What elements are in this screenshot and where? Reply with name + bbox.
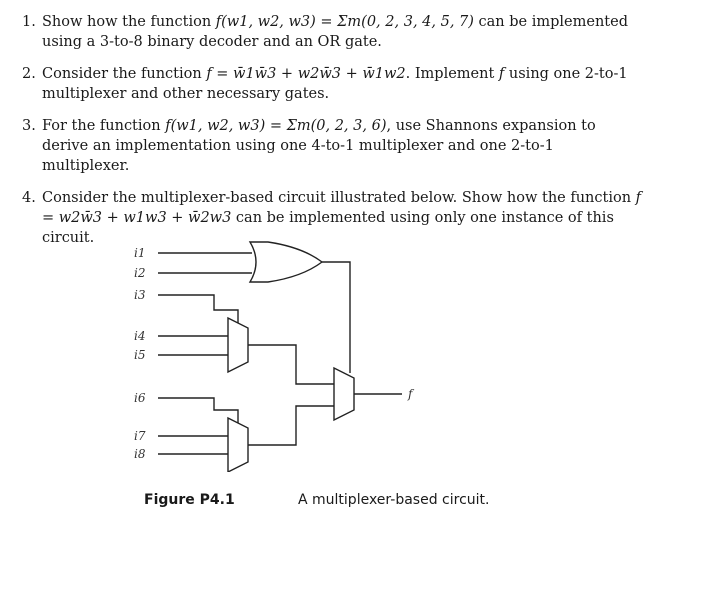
problem-text: Consider the function f = w̄1w̄3 + w2w̄3… [42,66,628,102]
problem-1: 1. Show how the function f(w1, w2, w3) =… [22,12,642,52]
problem-text: For the function f(w1, w2, w3) = Σm(0, 2… [42,118,596,174]
math-variable: f [498,66,505,82]
output-label-f: f [407,387,415,401]
or-gate [248,241,324,283]
problem-3: 3. For the function f(w1, w2, w3) = Σm(0… [22,116,642,176]
mux-1 [227,316,249,374]
problem-number: 3. [22,118,36,134]
wire-i6 [158,397,239,423]
problem-number: 4. [22,190,36,206]
problem-4: 4. Consider the multiplexer-based circui… [22,188,642,248]
figure-label: Figure P4.1 [144,492,235,508]
circuit-diagram: i1 i2 i3 i4 i5 i6 i7 i8 f [134,241,415,472]
problem-text: Consider the multiplexer-based circuit i… [42,190,642,246]
math-expression: f = w2w̄3 + w1w3 + w̄2w3 [42,190,642,226]
wire-mux2-to-mux-output [248,405,334,446]
input-label-i2: i2 [134,266,145,280]
problem-list: 1. Show how the function f(w1, w2, w3) =… [22,12,642,260]
problem-2: 2. Consider the function f = w̄1w̄3 + w2… [22,64,642,104]
problem-text: Show how the function f(w1, w2, w3) = Σm… [42,14,628,50]
input-label-i1: i1 [134,246,145,260]
input-label-i6: i6 [134,391,146,405]
problem-number: 2. [22,66,36,82]
wire-or-to-mux-output [322,261,351,373]
input-label-i4: i4 [134,329,145,343]
input-label-i5: i5 [134,348,145,362]
wire-i3 [158,294,239,323]
input-label-i7: i7 [134,429,146,443]
mux-output [333,366,355,422]
mux-2 [227,416,249,472]
input-label-i8: i8 [134,447,146,461]
math-expression: f = w̄1w̄3 + w2w̄3 + w̄1w2 [206,66,406,82]
wire-mux1-to-mux-output [248,344,334,385]
figure-caption: A multiplexer-based circuit. [298,492,490,508]
input-label-i3: i3 [134,288,146,302]
math-expression: f(w1, w2, w3) = Σm(0, 2, 3, 4, 5, 7) [215,14,474,30]
math-expression: f(w1, w2, w3) = Σm(0, 2, 3, 6) [165,118,387,134]
problem-number: 1. [22,14,36,30]
